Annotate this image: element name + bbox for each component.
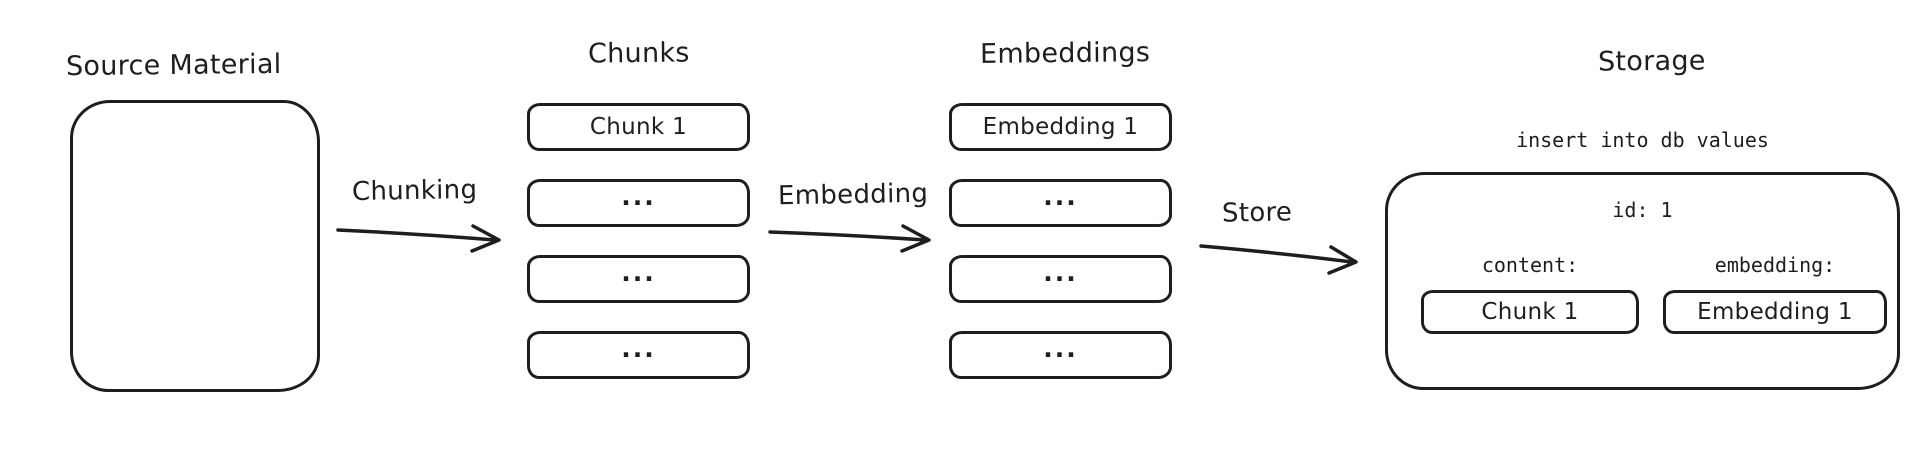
- embedding-box-3: ...: [949, 255, 1172, 303]
- record-content-value-text: Chunk 1: [1481, 299, 1579, 325]
- source-material-box: [70, 100, 320, 392]
- embedding-box-2-text: ...: [1043, 181, 1078, 211]
- chunk-box-4-text: ...: [621, 333, 656, 363]
- chunk-box-1-text: Chunk 1: [589, 114, 688, 140]
- record-embedding-label: embedding:: [1714, 253, 1836, 277]
- record-id-text: id: 1: [1612, 198, 1673, 222]
- record-embedding-value-box: Embedding 1: [1663, 290, 1887, 334]
- chunk-box-2-text: ...: [621, 181, 656, 211]
- record-content-value-box: Chunk 1: [1421, 290, 1639, 334]
- record-content-label: content:: [1481, 253, 1579, 277]
- chunk-box-3-text: ...: [621, 257, 656, 287]
- embedding-box-4: ...: [949, 331, 1172, 379]
- record-embedding-value-text: Embedding 1: [1697, 299, 1853, 325]
- embeddings-column-label: Embeddings: [979, 37, 1151, 70]
- embedding-box-4-text: ...: [1043, 333, 1078, 363]
- embedding-box-1: Embedding 1: [949, 103, 1172, 151]
- chunk-box-4: ...: [527, 331, 750, 379]
- chunking-arrow-label: Chunking: [351, 174, 478, 208]
- embedding-arrow-icon: [768, 224, 931, 253]
- embedding-box-2: ...: [949, 179, 1172, 227]
- chunk-box-1: Chunk 1: [527, 103, 750, 151]
- embedding-box-1-text: Embedding 1: [982, 114, 1139, 140]
- embedding-box-3-text: ...: [1043, 257, 1078, 287]
- chunking-arrow-icon: [336, 224, 501, 253]
- insert-statement: insert into db values: [1516, 128, 1769, 152]
- chunk-box-3: ...: [527, 255, 750, 303]
- store-arrow-icon: [1199, 244, 1358, 275]
- chunks-column-label: Chunks: [587, 37, 690, 70]
- storage-column-label: Storage: [1597, 45, 1706, 78]
- source-material-label: Source Material: [65, 48, 282, 83]
- chunk-box-2: ...: [527, 179, 750, 227]
- embedding-arrow-label: Embedding: [777, 178, 929, 212]
- storage-record-box: [1385, 172, 1900, 390]
- store-arrow-label: Store: [1221, 197, 1293, 229]
